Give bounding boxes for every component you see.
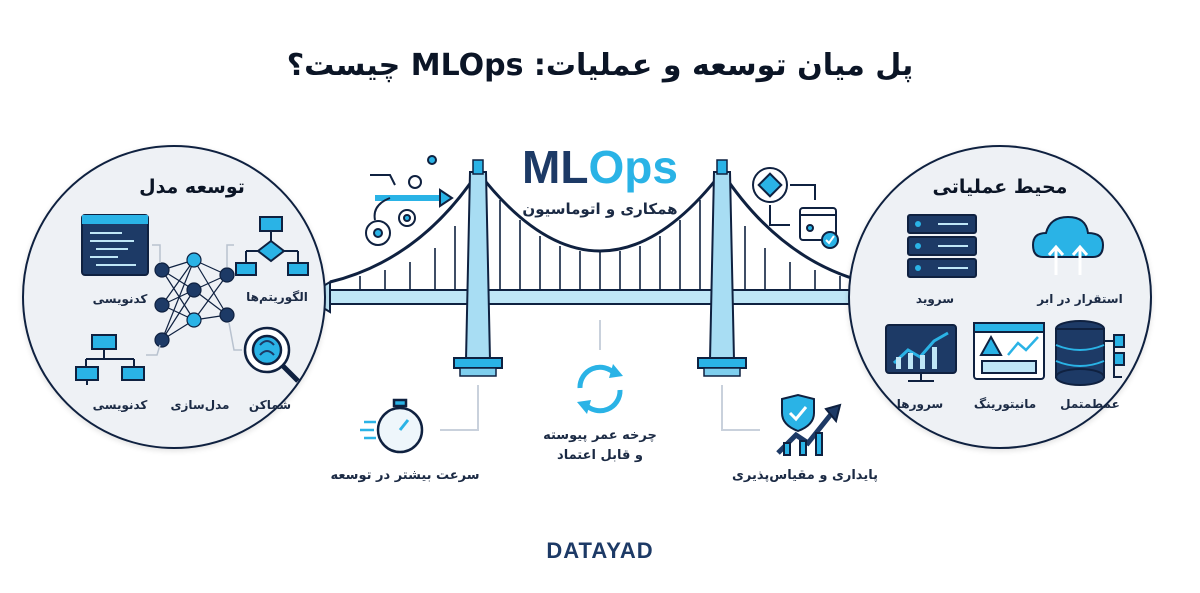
deploy-cycle-icon: [752, 167, 839, 249]
mlops-logo-ops: Ops: [588, 141, 678, 193]
flowchart-icon: [235, 216, 309, 276]
left-label-modeling: مدل‌سازی: [170, 398, 230, 412]
alert-dashboard-icon: [973, 322, 1045, 380]
left-label-coding-2: کدنویسی: [92, 398, 148, 412]
code-editor-icon: [81, 214, 149, 276]
benefit-lifecycle-line1: چرخه عمر پیوسته: [543, 428, 657, 443]
mlops-logo-ml: ML: [522, 141, 589, 193]
right-label-monitoring: مانیتورینگ: [973, 397, 1037, 411]
left-tower: [453, 159, 503, 377]
operational-environment-circle: [848, 145, 1152, 449]
shield-growth-icon: [776, 393, 842, 456]
mlops-subtitle: همکاری و اتوماسیون: [522, 200, 678, 218]
benefit-scalability: پایداری و مقیاس‌پذیری: [732, 468, 878, 483]
right-label-database: عمطمتمل: [1060, 397, 1120, 411]
right-circle-icons: [885, 214, 1125, 386]
page-title: پل میان توسعه و عملیات: MLOps چیست؟: [286, 48, 914, 83]
right-label-server: سروید: [915, 292, 955, 306]
operational-environment-title: محیط عملیاتی: [932, 176, 1068, 198]
mlops-logo: MLOps: [500, 140, 700, 194]
left-label-coding-1: کدنویسی: [92, 292, 148, 306]
server-rack-icon: [907, 214, 977, 278]
right-tower: [697, 159, 747, 377]
right-label-servers: سرورها: [896, 397, 944, 411]
model-development-title: توسعه مدل: [139, 176, 245, 198]
org-chart-icon: [75, 334, 145, 385]
model-development-circle: [22, 145, 326, 449]
database-icon: [1055, 320, 1125, 386]
deck-arrow: [303, 280, 892, 314]
benefit-lifecycle-line2: و قابل اعتماد: [557, 448, 643, 463]
left-label-algorithms: الگوریتم‌ها: [246, 290, 308, 304]
brain-magnifier-icon: [243, 326, 300, 383]
left-circle-icons: [75, 214, 309, 385]
cloud-upload-icon: [1031, 215, 1105, 275]
left-label-shomaken: شماکن: [248, 398, 292, 412]
right-label-cloud-deploy: استقرار در ابر: [1037, 292, 1123, 306]
stopwatch-icon: [360, 398, 424, 454]
refresh-cycle-icon: [577, 364, 623, 414]
brand-logo: DATAYAD: [546, 538, 654, 563]
gears-arrow-icon: [365, 155, 454, 246]
monitor-chart-icon: [885, 324, 957, 382]
benefit-speed: سرعت بیشتر در توسعه: [330, 468, 480, 483]
neural-network-icon: [154, 252, 235, 348]
